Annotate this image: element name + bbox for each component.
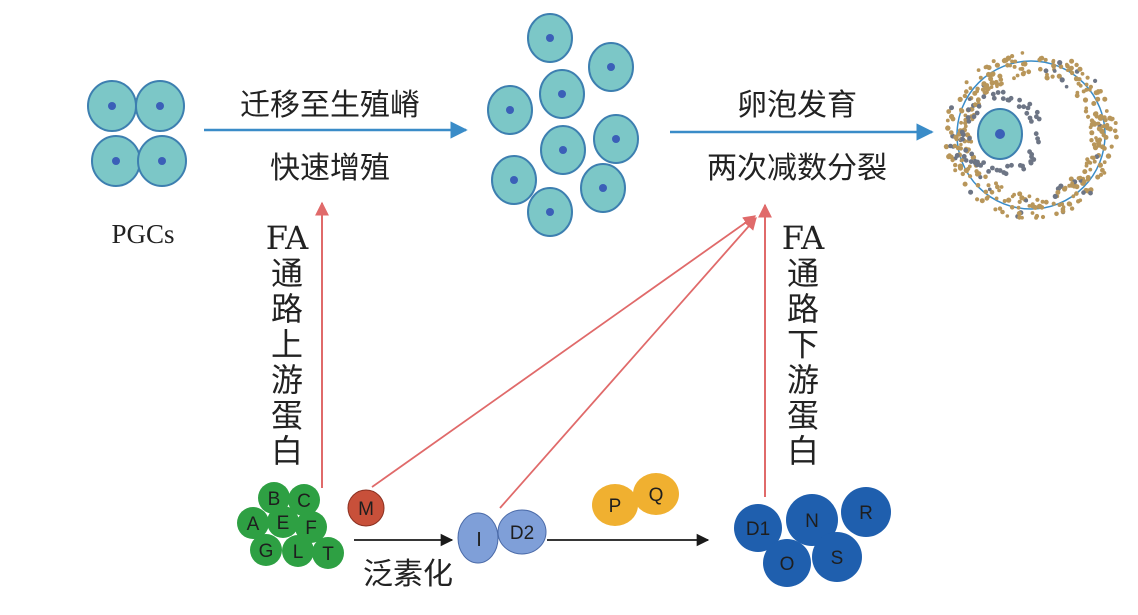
germ-cell — [540, 125, 586, 175]
protein-g: G — [250, 534, 282, 566]
germ-cell — [588, 42, 634, 92]
svg-text:G: G — [259, 541, 274, 562]
pgc-cell — [87, 80, 137, 132]
germ-cell — [487, 85, 533, 135]
pgc-cell — [91, 135, 141, 187]
svg-text:E: E — [277, 513, 290, 534]
svg-text:D2: D2 — [510, 523, 534, 544]
pgc-cell — [137, 135, 187, 187]
m-to-meiosis-arrow — [371, 215, 757, 488]
proliferated-cell-cluster — [487, 13, 639, 237]
oocyte — [977, 108, 1023, 160]
pgc-cell — [135, 80, 185, 132]
protein-a: A — [237, 507, 269, 539]
protein-e: E — [267, 506, 299, 538]
germ-cell — [593, 114, 639, 164]
protein-s: S — [812, 532, 862, 582]
pgcs-label: PGCs — [111, 219, 174, 249]
meiosis-label: 两次减数分裂 — [707, 151, 887, 186]
proliferation-label: 快速增殖 — [270, 151, 390, 186]
downstream-protein-cluster: D1 N R O S — [734, 487, 891, 587]
svg-text:D1: D1 — [746, 519, 770, 540]
upstream-protein-cluster: B C A E F G L T — [237, 482, 344, 569]
svg-text:B: B — [268, 489, 281, 510]
follicle — [943, 51, 1119, 220]
protein-d1: D1 — [734, 504, 782, 552]
follicle-development-label: 卵泡发育 — [737, 88, 857, 123]
svg-text:F: F — [305, 518, 317, 539]
svg-text:L: L — [293, 542, 304, 563]
pq-complex: P Q — [592, 473, 679, 526]
protein-o: O — [763, 539, 811, 587]
svg-text:I: I — [476, 529, 482, 551]
germ-cell — [539, 69, 585, 119]
protein-q: Q — [633, 473, 679, 515]
germ-cell — [527, 13, 573, 63]
protein-m: M — [347, 489, 385, 527]
protein-d2: D2 — [497, 509, 547, 555]
pgc-cell-cluster — [87, 80, 187, 187]
protein-p: P — [592, 484, 638, 526]
protein-l: L — [282, 535, 314, 567]
migration-label: 迁移至生殖嵴 — [240, 88, 420, 123]
protein-b: B — [258, 482, 290, 514]
germ-cell — [527, 187, 573, 237]
svg-text:P: P — [609, 496, 622, 517]
svg-text:O: O — [780, 554, 795, 575]
id2-complex: I D2 — [457, 509, 547, 564]
protein-n: N — [786, 494, 838, 546]
protein-i: I — [457, 512, 499, 564]
protein-c: C — [288, 484, 320, 516]
svg-text:A: A — [247, 514, 260, 535]
granulosa-cells — [943, 51, 1119, 220]
germ-cell — [580, 163, 626, 213]
protein-r: R — [841, 487, 891, 537]
svg-text:Q: Q — [649, 485, 664, 506]
protein-f: F — [295, 511, 327, 543]
id2-to-meiosis-arrow — [499, 217, 757, 509]
svg-text:M: M — [358, 499, 374, 520]
ubiquitination-label: 泛素化 — [363, 557, 453, 592]
protein-t: T — [312, 537, 344, 569]
svg-text:C: C — [297, 491, 311, 512]
svg-text:T: T — [322, 544, 334, 565]
svg-text:S: S — [831, 548, 844, 569]
germ-cell — [491, 155, 537, 205]
svg-text:R: R — [859, 503, 873, 524]
svg-text:N: N — [805, 511, 819, 532]
